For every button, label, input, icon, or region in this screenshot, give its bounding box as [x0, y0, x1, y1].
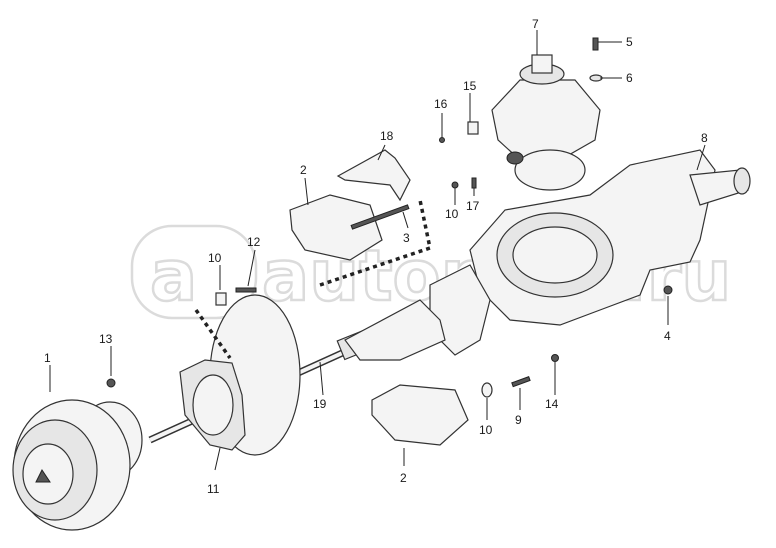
watermark-logo-box: [130, 224, 258, 320]
callout-7: 7: [532, 17, 539, 31]
callout-1: 1: [44, 351, 51, 365]
brake-disc-11: [179, 294, 301, 456]
callout-10-left: 10: [208, 251, 222, 265]
bracket-lower: [371, 384, 469, 446]
callout-9: 9: [515, 413, 522, 427]
callout-13: 13: [99, 332, 113, 346]
callout-17: 17: [466, 199, 480, 213]
leader-lines: [49, 30, 706, 471]
callout-6: 6: [626, 71, 633, 85]
callout-16: 16: [434, 97, 448, 111]
callout-5: 5: [626, 35, 633, 49]
spring-seat-18: [336, 149, 411, 202]
bolt-9: [511, 376, 531, 388]
washer-10-lower: [481, 382, 493, 398]
axle-housing: [429, 149, 751, 356]
wheel-hub-1: [12, 399, 143, 531]
callout-8: 8: [701, 131, 708, 145]
nut-14: [551, 354, 559, 362]
bracket-upper: [289, 194, 383, 261]
callout-12: 12: [247, 235, 261, 249]
watermark-logo-letter: a: [150, 235, 197, 317]
spindle: [344, 299, 446, 361]
callout-11: 11: [207, 482, 220, 496]
callout-15: 15: [463, 79, 477, 93]
callout-14: 14: [545, 397, 559, 411]
callout-3: 3: [403, 231, 410, 245]
callout-2-upper: 2: [300, 163, 307, 177]
callout-2-lower: 2: [400, 471, 407, 485]
top-fasteners: [439, 37, 603, 189]
callout-10-lower: 10: [479, 423, 493, 437]
washer-10-left: [215, 292, 227, 306]
callout-18: 18: [380, 129, 394, 143]
final-drive: [491, 54, 601, 191]
callout-4: 4: [664, 329, 671, 343]
callout-10-upper: 10: [445, 207, 459, 221]
callout-19: 19: [313, 397, 327, 411]
alignment-dashed-left: [194, 308, 232, 360]
bolt-12: [235, 287, 257, 293]
nut-13: [106, 378, 116, 388]
